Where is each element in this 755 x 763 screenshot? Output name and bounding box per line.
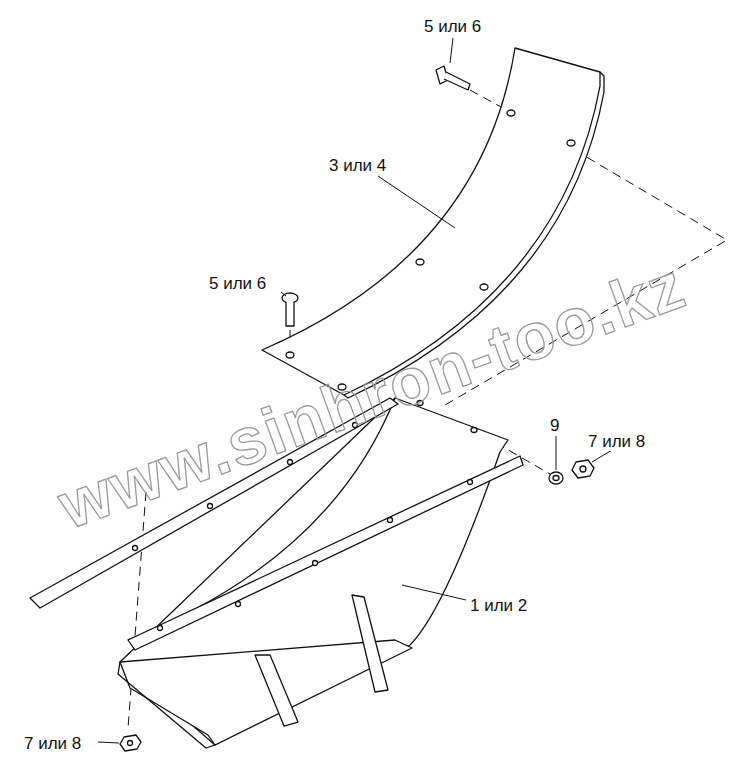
callout-number: 9	[548, 416, 561, 435]
callout-number: 3 или 4	[327, 156, 388, 175]
callout-number: 1 или 2	[468, 596, 529, 615]
callout-number: 5 или 6	[207, 274, 268, 293]
callout-number: 7 или 8	[22, 734, 83, 753]
callout-number: 7 или 8	[586, 432, 647, 451]
callout-number: 5 или 6	[422, 17, 483, 36]
